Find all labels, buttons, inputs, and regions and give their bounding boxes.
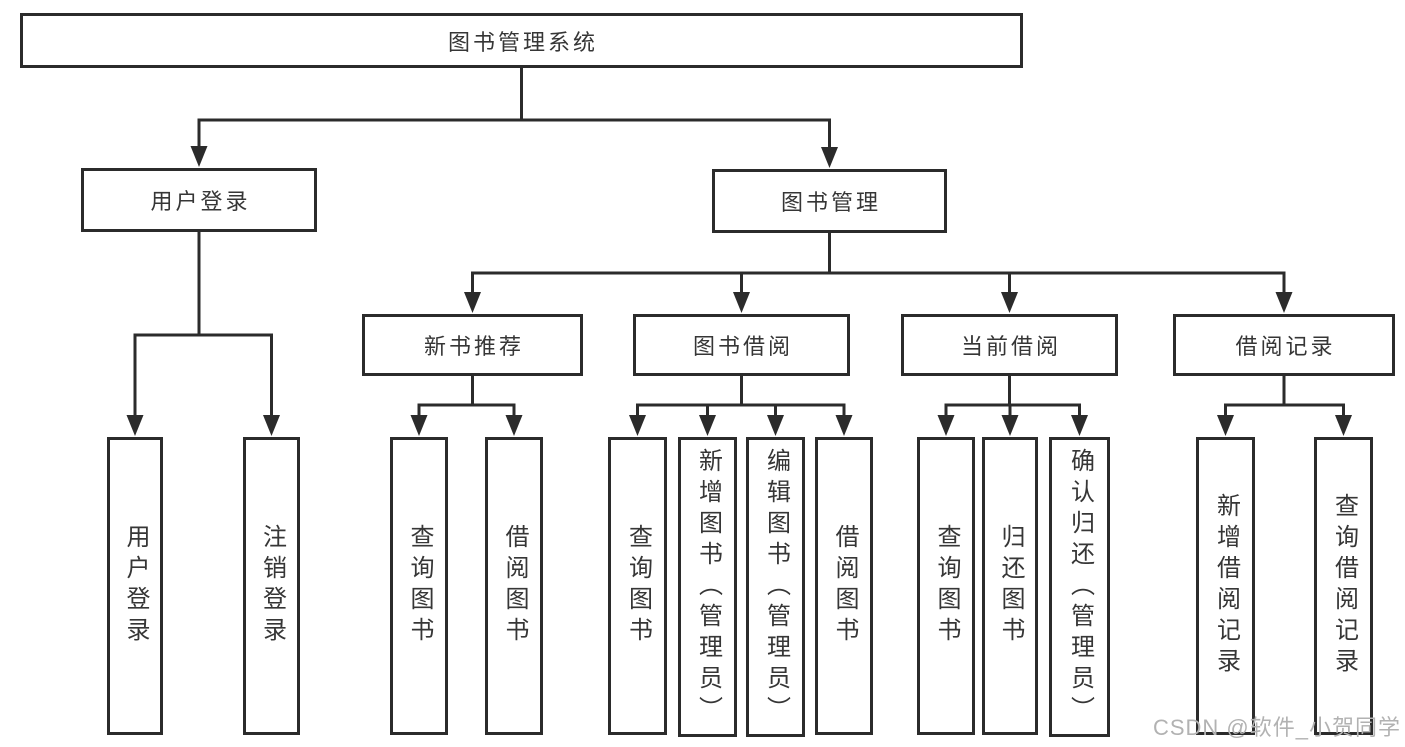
node-label: 借阅图书: [831, 524, 858, 648]
node-label: 注销登录: [258, 524, 286, 648]
arrow-head: [505, 415, 523, 436]
node-v-return-book: 归还图书: [982, 437, 1038, 735]
node-label: 用户登录: [150, 189, 251, 214]
node-book-borrow: 图书借阅: [633, 314, 850, 376]
arrow-head: [835, 415, 853, 436]
arrow-head: [1001, 415, 1019, 436]
node-v-add-book: 新增图书（管理员）: [678, 437, 737, 737]
node-user-login: 用户登录: [81, 168, 317, 232]
node-v-query-book-2: 查询图书: [608, 437, 667, 735]
arrow-head: [190, 146, 208, 167]
node-v-confirm-return: 确认归还（管理员）: [1049, 437, 1110, 737]
node-current-borrow: 当前借阅: [901, 314, 1118, 376]
node-label: 确认归还（管理员）: [1066, 447, 1094, 727]
node-label: 图书借阅: [692, 334, 793, 359]
node-v-logout: 注销登录: [243, 437, 300, 735]
arrow-head: [263, 415, 280, 436]
node-label: 查询图书: [406, 524, 433, 648]
arrow-head: [1217, 415, 1234, 436]
node-label: 图书管理: [780, 190, 881, 215]
arrow-head: [767, 415, 784, 436]
node-v-query-book-3: 查询图书: [917, 437, 975, 735]
node-label: 查询图书: [933, 524, 960, 648]
node-label: 新书推荐: [423, 334, 524, 359]
node-v-query-borrow-record: 查询借阅记录: [1314, 437, 1373, 735]
node-label: 编辑图书（管理员）: [762, 447, 790, 727]
arrow-head: [1001, 292, 1018, 313]
node-label: 当前借阅: [960, 334, 1061, 359]
node-v-user-login: 用户登录: [107, 437, 163, 735]
watermark: CSDN @软件_小贺同学: [1152, 715, 1401, 740]
node-label: 查询借阅记录: [1330, 493, 1358, 679]
node-v-add-borrow-record: 新增借阅记录: [1196, 437, 1255, 735]
arrow-head: [629, 415, 646, 436]
node-v-query-book-1: 查询图书: [390, 437, 448, 735]
node-root: 图书管理系统: [20, 13, 1023, 68]
node-borrow-records: 借阅记录: [1173, 314, 1395, 376]
node-v-borrow-book-1: 借阅图书: [485, 437, 543, 735]
node-label: 用户登录: [122, 524, 149, 648]
node-label: 新增借阅记录: [1212, 493, 1240, 679]
node-label: 图书管理系统: [447, 29, 598, 55]
arrow-head: [733, 292, 750, 313]
node-v-edit-book: 编辑图书（管理员）: [746, 437, 805, 737]
arrow-head: [1275, 292, 1293, 313]
node-label: 归还图书: [997, 524, 1024, 648]
arrow-head: [937, 415, 955, 436]
arrow-head: [410, 415, 428, 436]
node-v-borrow-book-2: 借阅图书: [815, 437, 873, 735]
node-label: 查询图书: [624, 524, 652, 648]
node-label: 新增图书（管理员）: [694, 447, 722, 727]
node-new-book-rec: 新书推荐: [362, 314, 583, 376]
node-label: 借阅记录: [1235, 334, 1336, 359]
arrow-head: [699, 415, 716, 436]
arrow-head: [126, 415, 144, 436]
node-book-mgmt: 图书管理: [712, 169, 947, 233]
arrow-head: [821, 147, 838, 168]
arrow-head: [1335, 415, 1352, 436]
arrow-head: [464, 292, 481, 313]
arrow-head: [1071, 415, 1088, 436]
node-label: 借阅图书: [501, 524, 528, 648]
